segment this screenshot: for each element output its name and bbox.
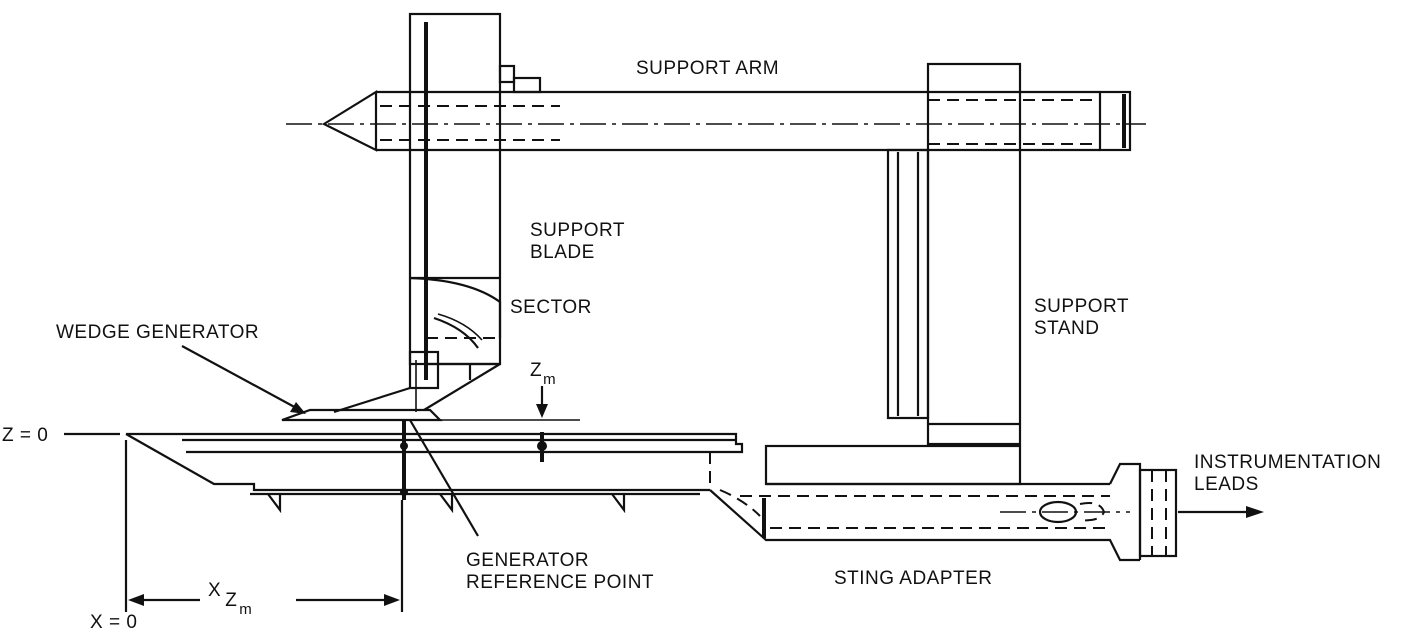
instrumentation-label-line2: LEADS <box>1194 474 1259 495</box>
sector-label: SECTOR <box>510 297 592 318</box>
instrumentation-arrow <box>1178 506 1264 518</box>
blade-link <box>333 360 501 414</box>
z-zero-label: Z = 0 <box>2 425 48 446</box>
leader-lines <box>181 345 479 537</box>
zm-label: Zm <box>530 360 556 388</box>
instrumentation-label-line1: INSTRUMENTATION <box>1194 452 1381 473</box>
wedge-generator-label: WEDGE GENERATOR <box>56 322 259 343</box>
generator-reference-label-line1: GENERATOR <box>466 550 589 571</box>
xzm-label-m: m <box>239 601 252 618</box>
support-blade <box>408 12 542 390</box>
sector <box>409 276 502 349</box>
xzm-label-main: X <box>208 580 221 601</box>
generator-reference-label-line2: REFERENCE POINT <box>466 572 654 593</box>
sting-adapter <box>709 444 1178 562</box>
support-blade-label-line1: SUPPORT <box>530 220 625 241</box>
zm-label-sub: m <box>543 371 556 388</box>
x-zero-label: X = 0 <box>90 612 137 633</box>
wedge-generator <box>281 408 580 422</box>
support-arm-label: SUPPORT ARM <box>636 58 779 79</box>
support-stand-label-line2: STAND <box>1034 318 1099 339</box>
zm-label-main: Z <box>530 360 542 381</box>
support-arm <box>321 90 1132 152</box>
sting-adapter-label: STING ADAPTER <box>834 568 993 589</box>
support-stand-label-line1: SUPPORT <box>1034 296 1129 317</box>
xzm-label-z: Z <box>225 590 237 611</box>
zm-arrow <box>536 386 548 418</box>
x-dimension <box>124 440 404 612</box>
support-stand <box>886 62 1022 446</box>
model-body <box>125 420 744 514</box>
support-blade-label-line2: BLADE <box>530 242 595 263</box>
